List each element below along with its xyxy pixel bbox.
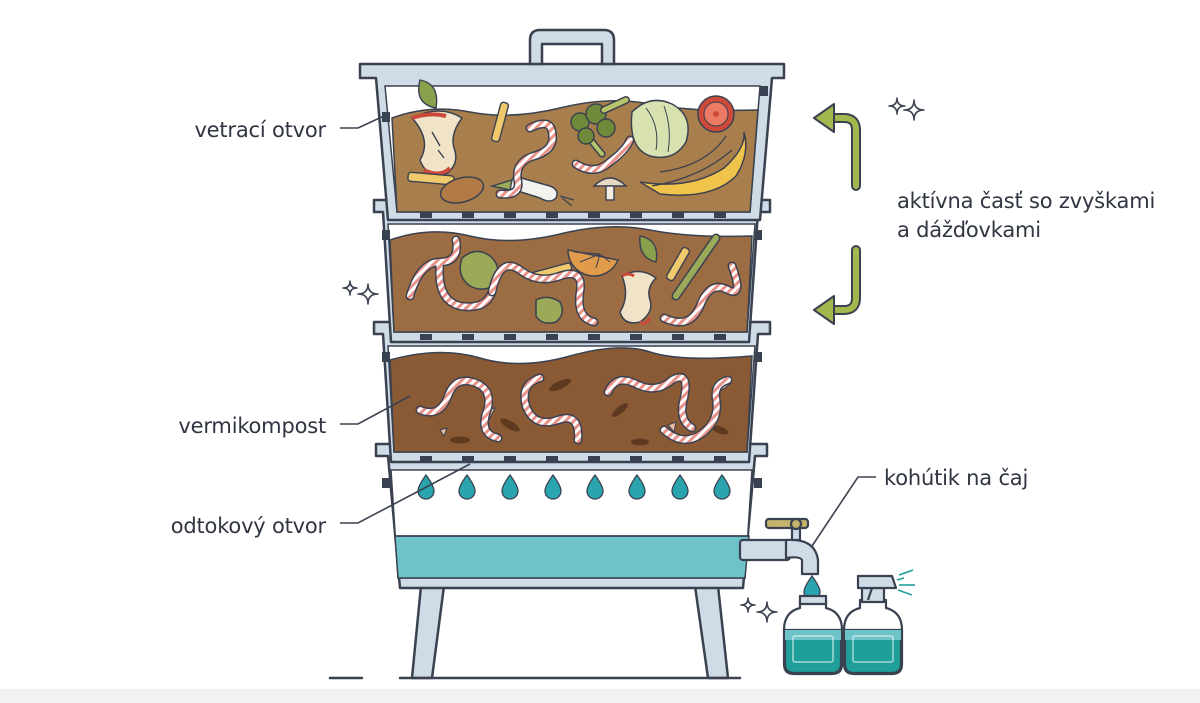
orange-slice-icon [567,249,620,277]
leek-icon [489,175,575,207]
asparagus-icon [671,233,721,301]
bottle-icon [782,594,844,676]
leader-drain [340,463,471,524]
tomato-icon [697,95,735,133]
leaf-icon [418,79,438,109]
drop-icon [544,473,562,500]
lettuce-icon [630,99,689,159]
tap-icon [738,517,820,576]
banana-peel-icon [639,131,747,196]
drop-icon [458,473,476,500]
leader-lines [340,115,876,547]
sparkle-icon [888,97,925,121]
label-vent: vetrací otvor [194,118,326,142]
drop-icon [713,473,731,500]
tray-perforations [382,86,768,488]
label-tap: kohútik na čaj [884,466,1029,490]
potato-icon [439,176,485,204]
tray-active-top [358,28,786,222]
label-active-part: aktívna časť so zvyškami a dážďovkami [897,187,1155,245]
liquid-collector [374,442,769,590]
bottom-strip [0,689,1200,703]
stand-legs [328,584,742,680]
drop-icon [501,473,519,500]
label-drain: odtokový otvor [170,514,326,538]
spray-bottle-icon [842,569,915,676]
sparkle-icon [342,280,379,305]
apple-core-icon [410,79,464,176]
label-active-line2: a dážďovkami [897,218,1041,242]
drop-icon [628,473,646,500]
lettuce-icon [535,296,563,324]
tray-vermicompost [372,320,772,464]
apple-core-icon [619,235,658,325]
label-vermicompost: vermikompost [178,414,326,438]
sparkle-icon [740,597,778,623]
leader-tap [811,476,876,547]
fries-icon [490,101,510,143]
leg-left [410,584,446,680]
arrow-icon [813,245,861,325]
leader-vermicompost [340,395,411,425]
falling-drops [417,473,731,500]
leaf-icon [639,235,658,263]
drop-icon [671,473,689,500]
fries-icon [665,246,691,282]
label-active-line1: aktívna časť so zvyškami [897,189,1156,213]
leader-vent [340,115,385,129]
liquid-level [394,535,750,579]
arrow-icon [813,103,861,191]
lid-handle [528,28,616,66]
mushroom-icon [592,177,628,201]
drop-icon [586,473,604,500]
broccoli-icon [570,96,630,158]
leg-right [693,584,730,680]
tray-active-middle [372,198,772,344]
